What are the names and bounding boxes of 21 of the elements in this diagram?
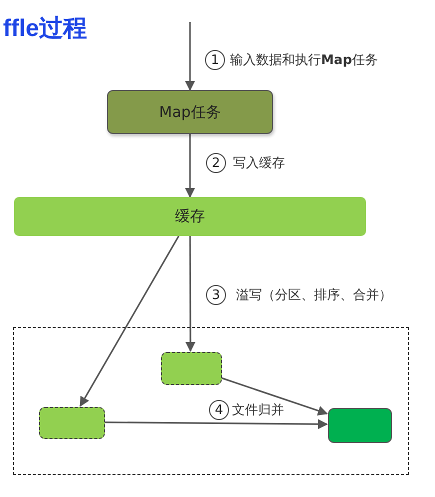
arrow (185, 22, 195, 91)
edge-label: 溢写（分区、排序、合并） (236, 287, 392, 304)
arrow (185, 236, 196, 352)
arrow (220, 377, 328, 416)
step-number: 3 (206, 285, 226, 305)
spill-file-box (161, 352, 222, 385)
diagram-title: ffle过程 (3, 14, 87, 44)
arrow (185, 134, 195, 198)
step-number: 2 (206, 153, 226, 173)
edge-label: 输入数据和执行Map任务 (230, 52, 378, 69)
arrow (80, 236, 180, 407)
merged-file-box (328, 408, 392, 443)
spill-file-box (39, 407, 105, 439)
group-frame (13, 327, 409, 475)
task-box: Map任务 (107, 90, 273, 134)
buffer-bar: 缓存 (14, 197, 366, 236)
step-number: 4 (209, 400, 229, 420)
edge-label: 写入缓存 (233, 155, 285, 172)
edge-label: 文件归并 (232, 402, 284, 419)
step-number: 1 (205, 50, 225, 70)
arrow (104, 419, 328, 430)
